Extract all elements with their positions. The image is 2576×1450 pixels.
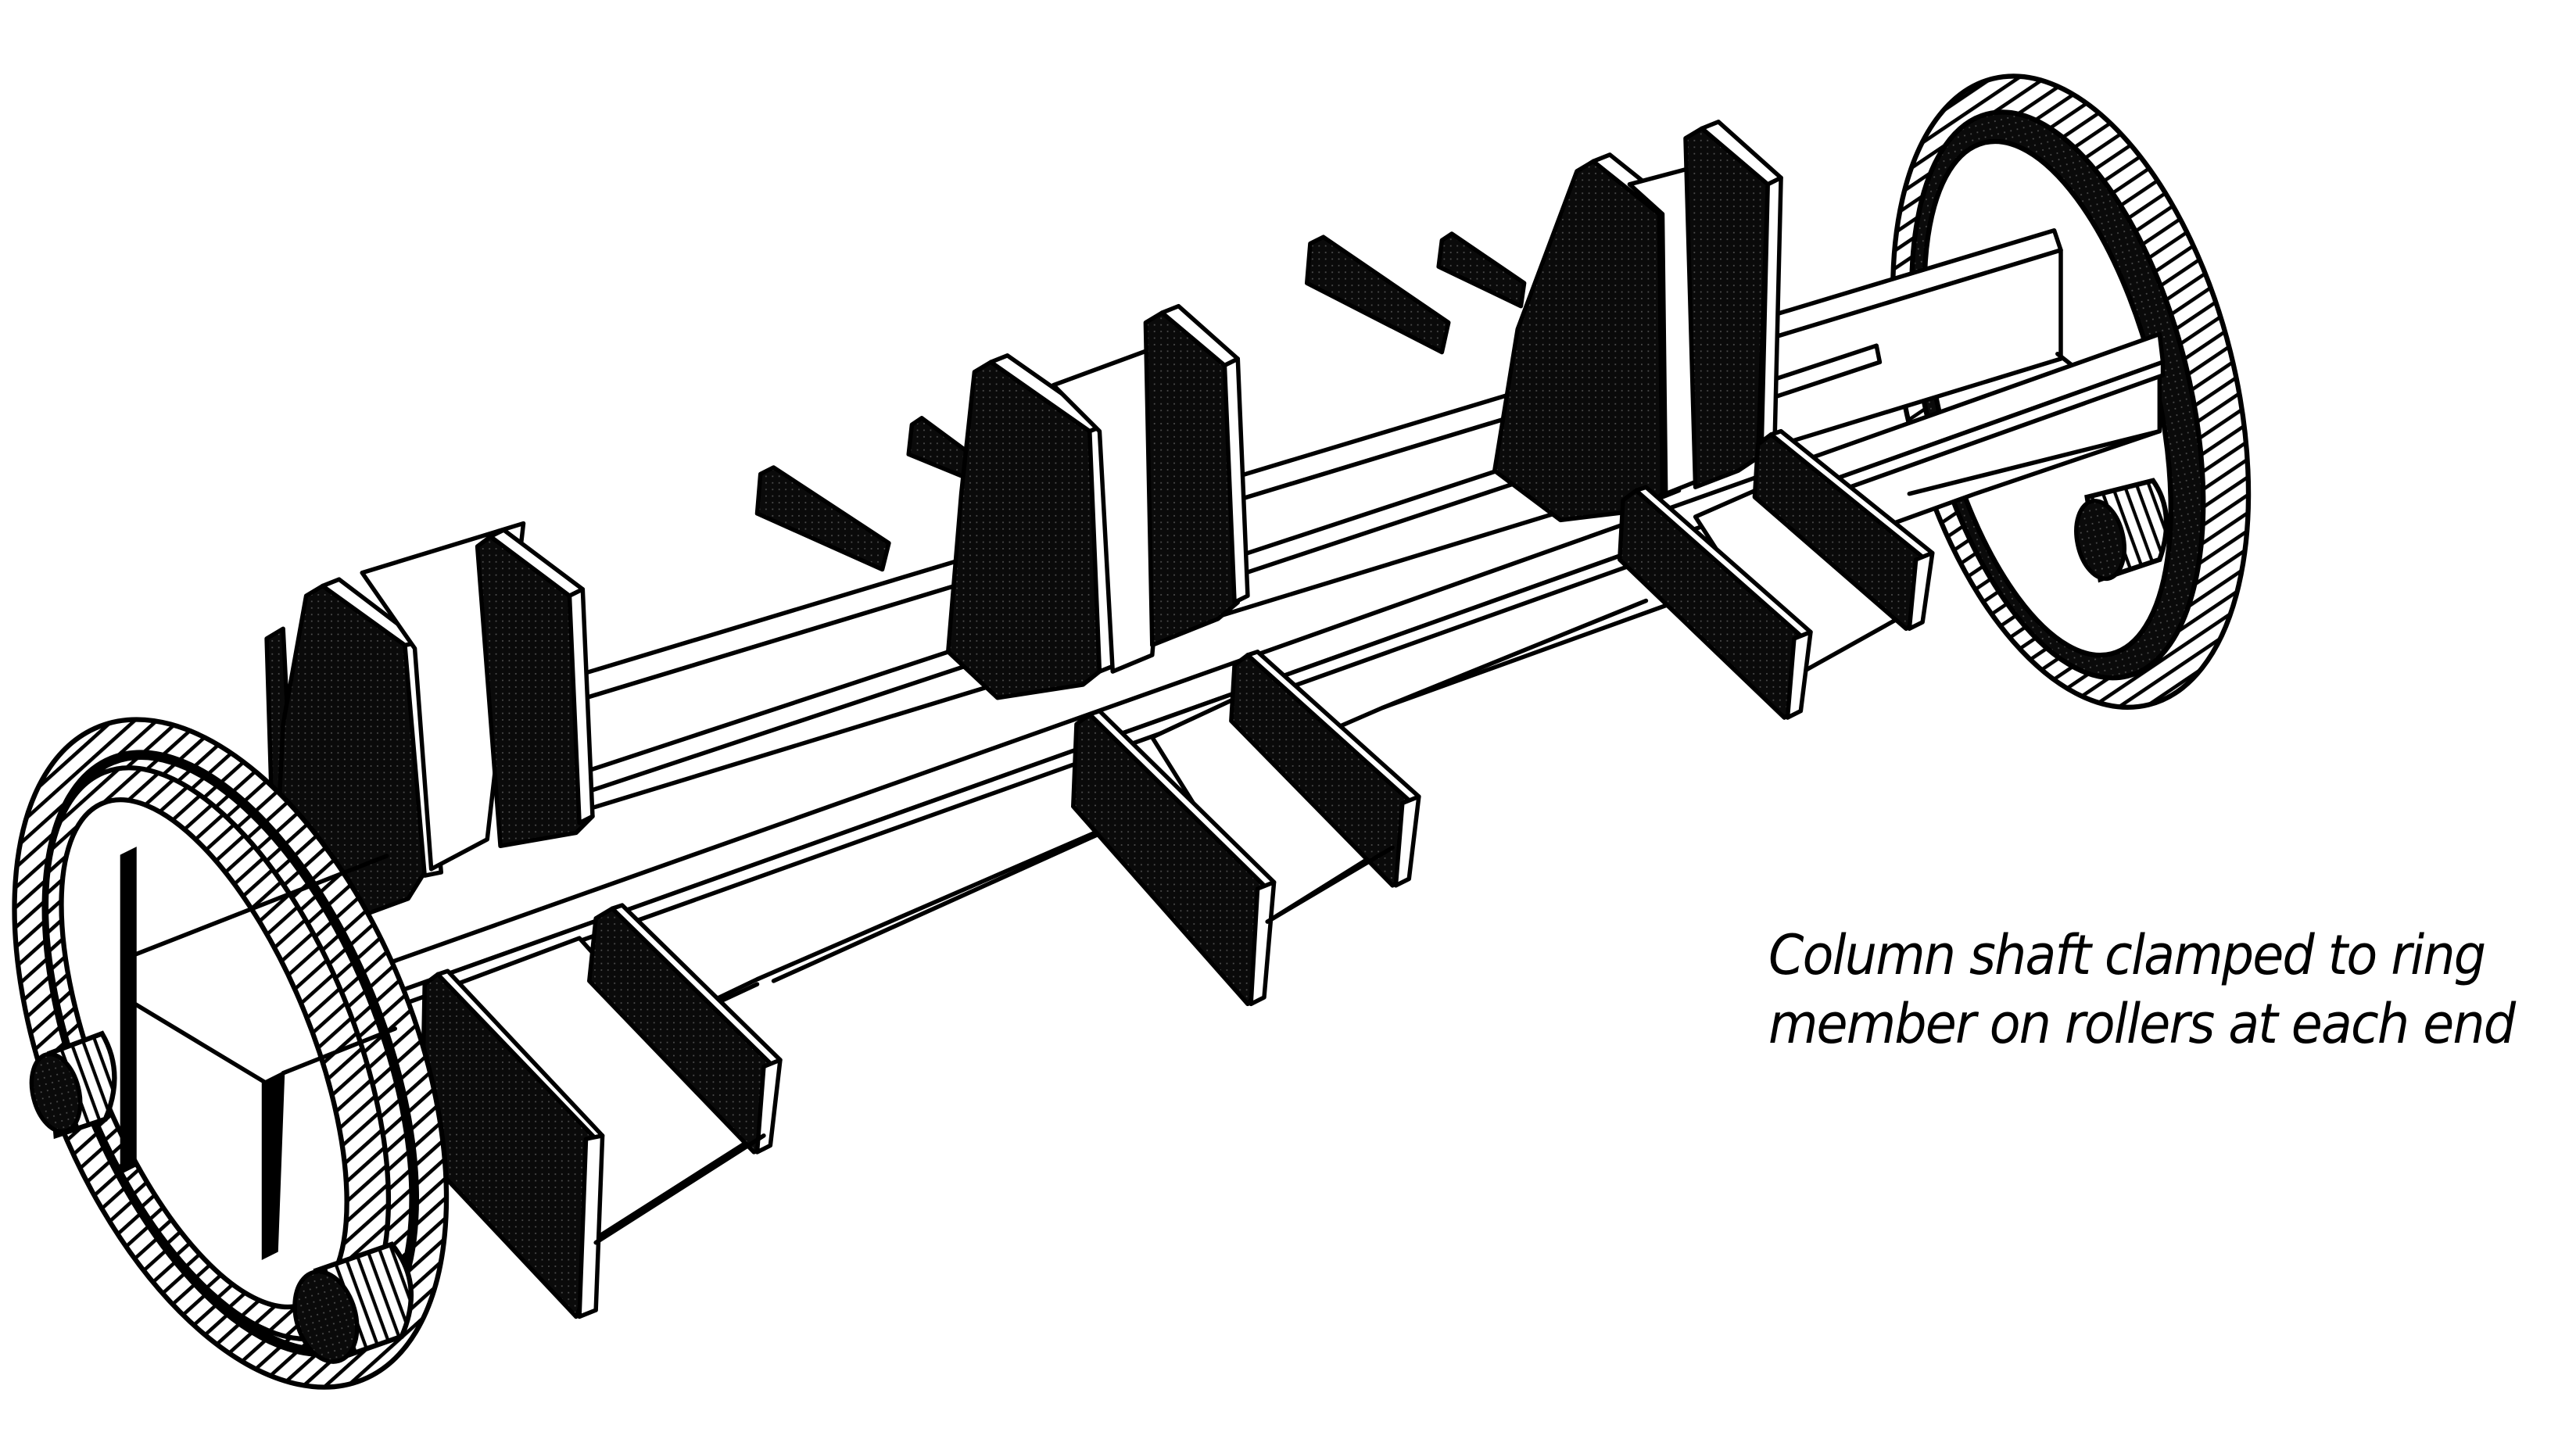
back-stub-2	[1304, 231, 1527, 355]
figure-caption: Column shaft clamped to ring member on r…	[1768, 921, 2516, 1058]
caption-line-2: member on rollers at each end	[1768, 992, 2516, 1056]
diaphragm-plate-right	[1492, 120, 1783, 523]
right-roller	[2074, 478, 2169, 583]
left-ring-member	[12, 717, 450, 1390]
back-stub-1	[754, 416, 987, 572]
left-front-roller	[292, 1241, 414, 1364]
left-back-roller	[29, 1030, 117, 1140]
beam-stub-middle	[1071, 650, 1421, 1007]
beam-stub-right	[1618, 428, 1935, 720]
caption-line-1: Column shaft clamped to ring	[1768, 923, 2486, 987]
diaphragm-plate-middle	[945, 303, 1250, 700]
beam-stub-left	[419, 903, 783, 1319]
